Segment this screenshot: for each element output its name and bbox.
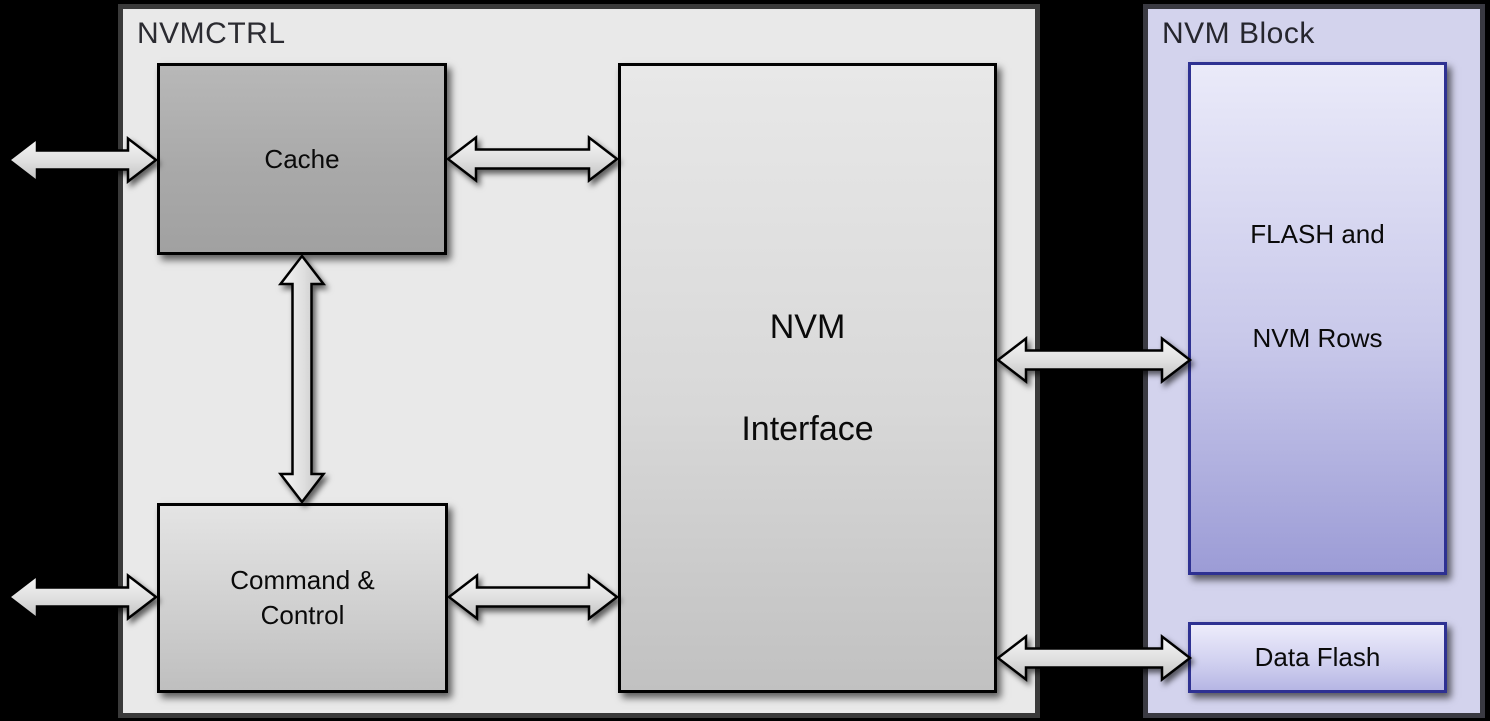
flash-nvm-rows-block: FLASH and NVM Rows: [1188, 62, 1447, 575]
cache-label: Cache: [264, 143, 340, 174]
cache-block: Cache: [157, 63, 447, 255]
nvm-block-title: NVM Block: [1162, 17, 1315, 50]
command-control-label-line1: Command &: [230, 565, 375, 595]
external-command-control-arrow-icon: [6, 572, 159, 622]
nvm-interface-flash-arrow-icon: [995, 335, 1193, 385]
nvm-interface-label-line2: Interface: [741, 410, 874, 448]
nvm-interface-data-flash-arrow-icon: [995, 633, 1193, 683]
cache-nvm-interface-arrow-icon: [445, 134, 620, 184]
data-flash-block: Data Flash: [1188, 622, 1447, 693]
external-cache-arrow-icon: [6, 135, 159, 185]
flash-label-line1: FLASH and: [1250, 218, 1385, 249]
data-flash-label: Data Flash: [1254, 642, 1381, 672]
flash-label-line2: NVM Rows: [1252, 322, 1383, 353]
nvm-interface-label-line1: NVM: [769, 308, 846, 346]
command-control-block: Command & Control: [157, 503, 448, 693]
command-control-label-line2: Control: [260, 600, 345, 630]
cache-command-control-arrow-icon: [277, 253, 327, 505]
command-control-nvm-interface-arrow-icon: [446, 572, 620, 622]
nvm-interface-block: NVM Interface: [618, 63, 997, 693]
nvmctrl-title: NVMCTRL: [137, 17, 286, 50]
